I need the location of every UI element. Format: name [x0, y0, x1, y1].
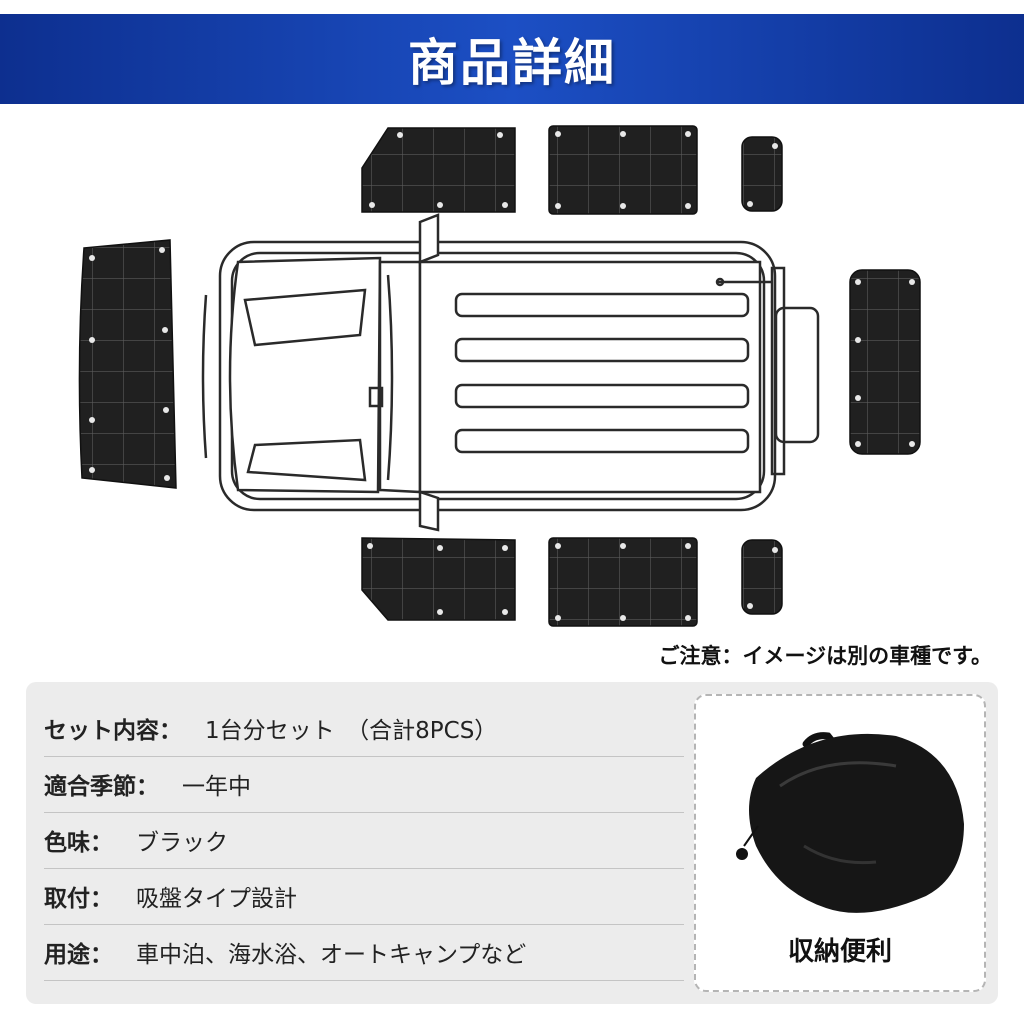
panel-rear-window	[849, 269, 921, 455]
spec-row-usage: 用途： 車中泊、海水浴、オートキャンプなど	[44, 924, 684, 981]
storage-bag-icon	[736, 732, 964, 913]
storage-label: 収納便利	[787, 937, 892, 967]
spec-row-installation: 取付： 吸盤タイプ設計	[44, 868, 684, 925]
spec-label: 用途：	[44, 942, 113, 968]
spec-panel: セット内容： 1台分セット （合計8PCS） 適合季節： 一年中 色味： ブラッ…	[26, 682, 998, 1004]
panel-front-door-bottom	[361, 537, 516, 621]
panel-rear-door-bottom	[548, 537, 698, 627]
spec-label: 適合季節：	[44, 774, 159, 800]
header-banner: 商品詳細	[0, 14, 1024, 104]
spec-row-color: 色味： ブラック	[44, 812, 684, 869]
panel-windshield	[78, 239, 177, 489]
panel-rear-door-top	[548, 125, 698, 215]
image-notice: ご注意：イメージは別の車種です。	[658, 644, 992, 668]
sunshade-panels	[78, 125, 921, 627]
spec-row-set-contents: セット内容： 1台分セット （合計8PCS）	[44, 700, 684, 757]
spec-value: 吸盤タイプ設計	[113, 886, 297, 912]
storage-card: 収納便利	[694, 694, 986, 992]
spec-value: 1台分セット （合計8PCS）	[182, 718, 498, 744]
spec-value: ブラック	[113, 830, 228, 856]
spec-value: 一年中	[159, 774, 251, 800]
product-illustration	[78, 125, 921, 627]
page-title: 商品詳細	[408, 34, 616, 92]
suction-cups	[89, 131, 915, 621]
panel-quarter-top	[741, 136, 783, 212]
vehicle-illustration	[201, 213, 820, 532]
spec-label: セット内容：	[44, 718, 182, 744]
spec-label: 色味：	[44, 830, 113, 856]
panel-front-door-top	[361, 127, 516, 213]
panel-quarter-bottom	[741, 539, 783, 615]
spec-label: 取付：	[44, 886, 113, 912]
spec-row-season: 適合季節： 一年中	[44, 756, 684, 813]
spec-value: 車中泊、海水浴、オートキャンプなど	[113, 942, 527, 968]
